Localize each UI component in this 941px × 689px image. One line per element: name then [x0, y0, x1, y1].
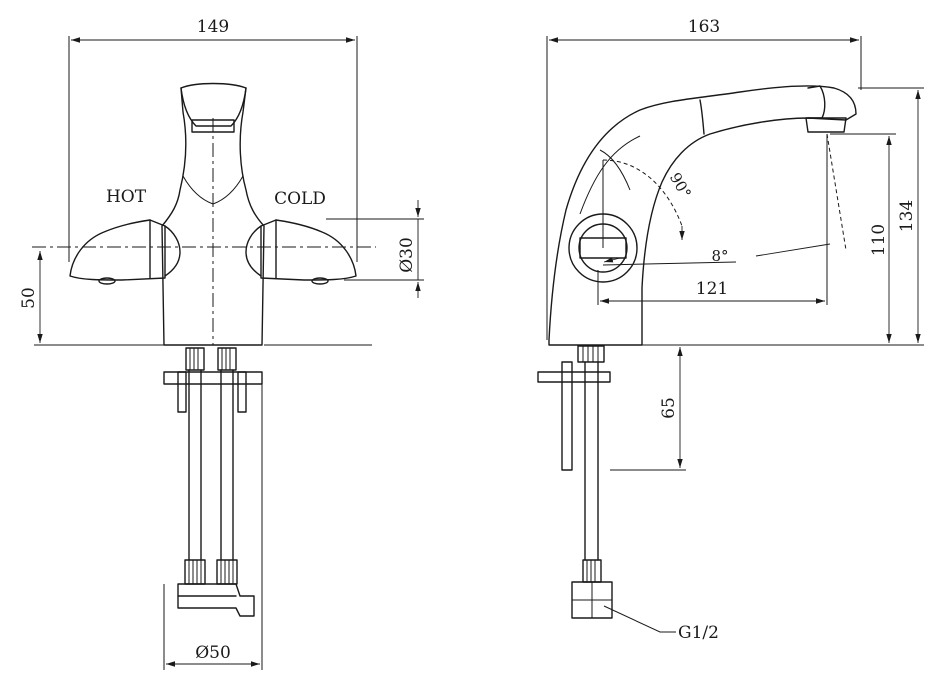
front-spout-body: [161, 82, 265, 346]
reach-121: 121: [696, 279, 728, 299]
hot-indicator: [98, 277, 116, 285]
side-thread-top: [582, 346, 599, 362]
cold-indicator: [311, 277, 329, 285]
cold-handle: [260, 219, 357, 281]
body-curve: [182, 175, 244, 205]
depth-65: 65: [659, 397, 679, 419]
spout-outlet: [191, 119, 235, 133]
dimension-149: 149: [197, 17, 229, 37]
hot-label: HOT: [106, 187, 147, 207]
hose-nut-left: [185, 347, 205, 371]
body-inner-curve2: [599, 149, 631, 191]
angle-8-line: [755, 243, 831, 257]
thread-lines-bottom: [188, 560, 234, 584]
angle-8-ref: [602, 261, 737, 266]
hose-end-right: [216, 559, 238, 585]
hose-left: [188, 369, 202, 561]
side-spout-body: [548, 85, 857, 346]
side-fixing-plate: [537, 371, 611, 383]
side-fixing-stud: [561, 361, 573, 471]
thread-g12: G1/2: [678, 623, 719, 643]
hose-end-left: [184, 559, 206, 585]
side-hose: [584, 361, 599, 561]
height-134: 134: [897, 200, 917, 232]
height-50: 50: [19, 287, 39, 309]
side-outlet: [805, 117, 847, 133]
connector-nut: [177, 583, 255, 617]
thread-leader: [603, 605, 676, 633]
arc-90: [602, 159, 683, 227]
angle-8-arrow: [603, 257, 621, 263]
fixing-stud-right: [237, 371, 247, 413]
dimension-163: 163: [688, 17, 720, 37]
body-inner-curve: [579, 135, 641, 215]
thread-lines-top: [189, 348, 231, 370]
side-hose-end: [582, 559, 602, 583]
side-view: 163 90° 8° 121 110: [537, 17, 924, 643]
hose-nut-right: [217, 347, 237, 371]
hot-handle: [69, 219, 166, 281]
spout-joint: [699, 99, 705, 135]
flow-line: [826, 133, 847, 251]
spout-tip: [807, 85, 826, 119]
hose-right: [220, 369, 234, 561]
cold-handle-cap: [245, 225, 262, 277]
fixing-plate: [163, 371, 263, 385]
angle-90: 90°: [666, 169, 695, 201]
height-110: 110: [869, 224, 889, 256]
diameter-30: Ø30: [397, 237, 417, 273]
side-thread-bottom: [586, 560, 596, 582]
side-mount-nut: [577, 345, 605, 363]
cold-label: COLD: [274, 189, 326, 209]
fixing-stud-left: [177, 371, 187, 413]
angle-8: 8°: [711, 247, 728, 265]
front-view: 149 HOT COLD Ø30 50: [19, 17, 424, 670]
hot-handle-cap: [164, 225, 181, 277]
diameter-50: Ø50: [195, 643, 231, 663]
